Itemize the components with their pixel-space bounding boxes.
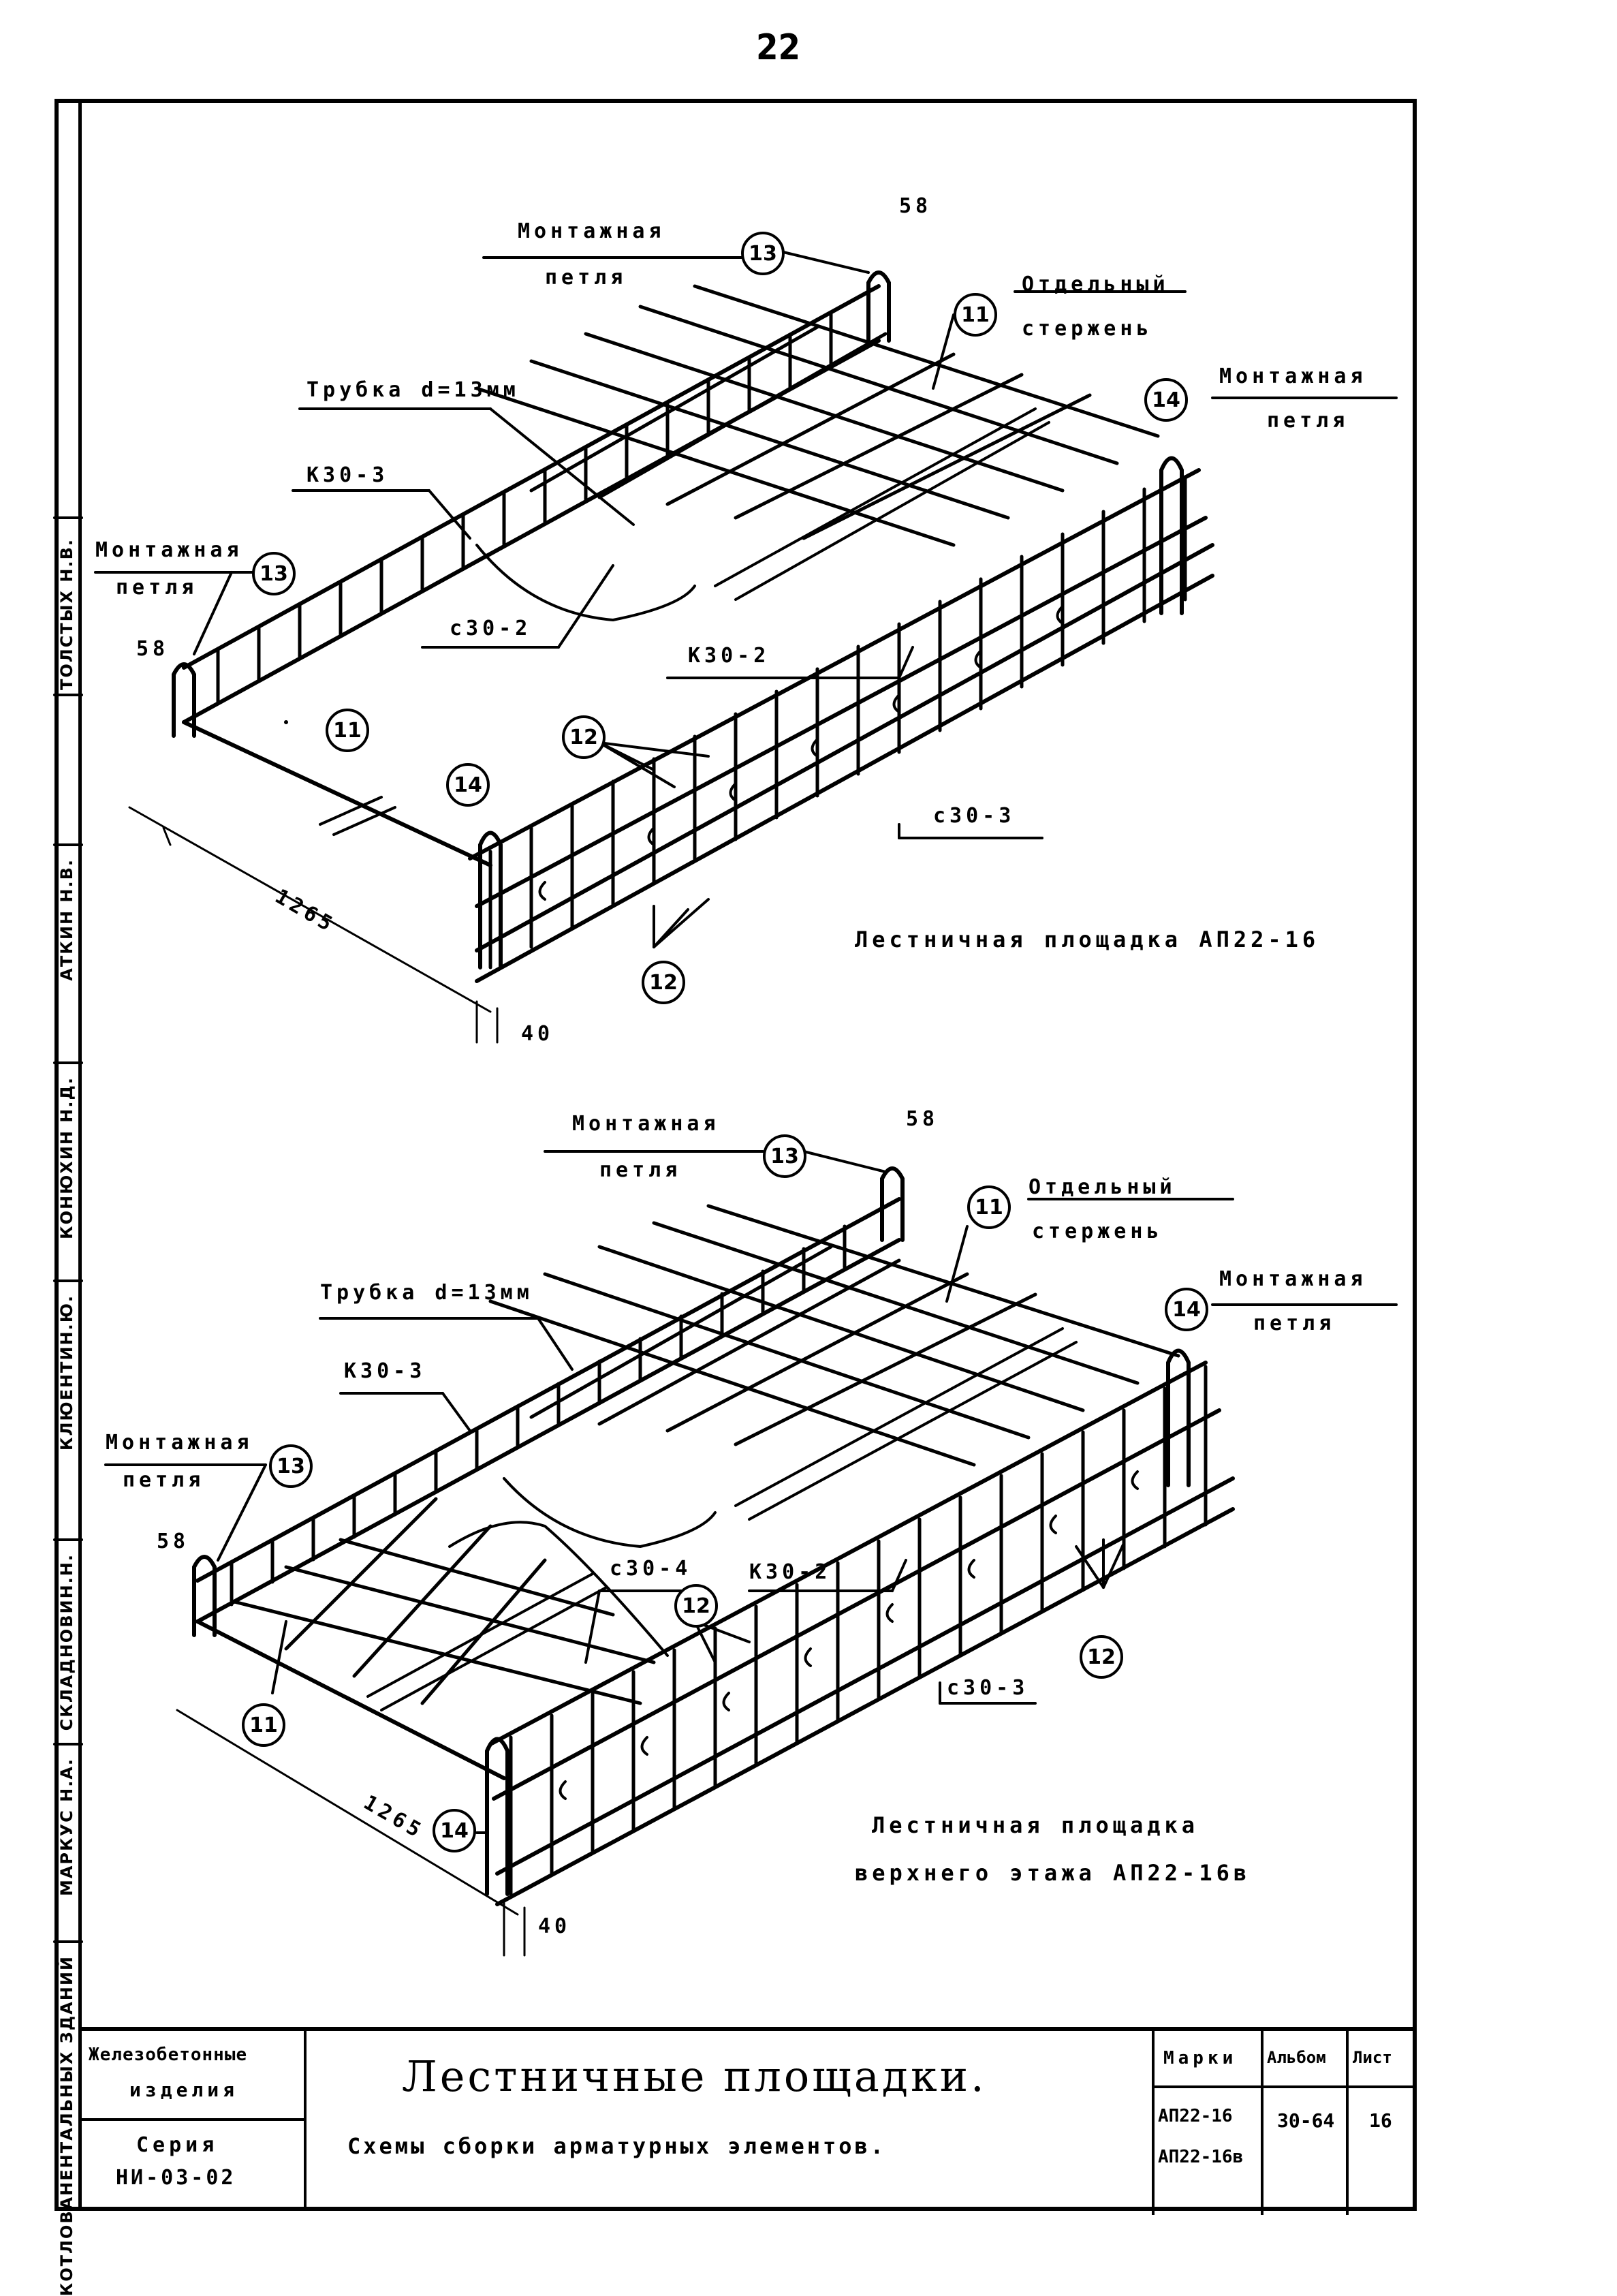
label-loop-left-2: Монтажная	[106, 1431, 253, 1455]
label-loop-top-2b: петля	[599, 1158, 682, 1182]
label-loop-right-1: Монтажная	[1219, 364, 1367, 388]
label-tube-2: Трубка d=13мм	[320, 1281, 533, 1305]
callout-11-left-bottom: 11	[242, 1703, 285, 1747]
label-dim-58-left-1: 58	[136, 637, 170, 661]
tb-album-header: Альбом	[1267, 2048, 1326, 2067]
tb-publisher-line2: изделия	[129, 2079, 239, 2101]
callout-14-front-top: 14	[446, 763, 490, 807]
tb-series-label: Серия	[136, 2133, 219, 2157]
callout-12-lower-top: 12	[642, 961, 685, 1004]
label-c30-2: с30-2	[450, 617, 532, 640]
label-c30-3-2: с30-3	[947, 1676, 1029, 1700]
label-dim-40-2: 40	[538, 1914, 571, 1938]
callout-14-right-bottom: 14	[1165, 1288, 1208, 1331]
callout-12-upper-bottom: 12	[674, 1584, 718, 1628]
tb-album-cell	[1263, 2031, 1349, 2215]
tb-series-cell	[82, 2121, 307, 2211]
binding-text-3: КЛЮЕНТИН.Ю.	[57, 1294, 76, 1451]
caption-bottom-2: верхнего этажа АП22-16в	[855, 1860, 1251, 1886]
binding-strip	[54, 99, 82, 2211]
label-separate-rod-2b: стержень	[1032, 1220, 1163, 1243]
binding-text-0: КОТЛОВАНЕНТАЛЬНЫХ ЗДАНИЙ	[57, 1955, 76, 2296]
label-tube-1: Трубка d=13мм	[307, 378, 520, 402]
binding-text-1: МАРКУС Н.А.	[57, 1758, 76, 1897]
label-separate-rod-2: Отдельный	[1029, 1175, 1176, 1199]
label-k30-2-1: К30-2	[688, 644, 770, 668]
tb-album-value: 30-64	[1277, 2109, 1335, 2132]
binding-text-5: АТКИН Н.В.	[57, 858, 76, 981]
callout-13-bottom: 13	[763, 1134, 806, 1178]
label-k30-2-2: К30-2	[749, 1560, 832, 1584]
label-loop-right-2b: петля	[1253, 1312, 1336, 1335]
reinforcement-drawing	[53, 251, 1398, 1957]
tb-series-value: НИ-03-02	[116, 2166, 236, 2190]
label-loop-top-1b: петля	[545, 266, 627, 290]
tb-mark-1: АП22-16	[1158, 2106, 1233, 2126]
label-dim-58-top: 58	[899, 194, 932, 218]
label-loop-top-1: Монтажная	[518, 219, 665, 243]
label-loop-right-1b: петля	[1267, 409, 1349, 433]
callout-13-left-top: 13	[252, 552, 296, 595]
tb-marks-cell	[1155, 2031, 1263, 2215]
title-block: Железобетонные изделия Серия НИ-03-02 Ле…	[82, 2027, 1417, 2215]
tb-subtitle: Схемы сборки арматурных элементов.	[347, 2133, 887, 2159]
page-number: 22	[756, 27, 801, 68]
callout-11-bottom: 11	[967, 1185, 1011, 1229]
tb-marks-header: Марки	[1163, 2048, 1238, 2068]
binding-text-4: КОНЮХИН Н.Д.	[57, 1076, 76, 1240]
callout-11-left-top: 11	[326, 709, 369, 752]
caption-top: Лестничная площадка АП22-16	[855, 927, 1320, 952]
callout-14-front-bottom: 14	[433, 1809, 476, 1852]
binding-text-6: ТОЛСТЫХ Н.В.	[57, 538, 76, 691]
tb-main-title: Лестничные площадки.	[402, 2051, 987, 2101]
callout-11-top: 11	[954, 293, 997, 337]
label-k30-3-2: К30-3	[344, 1359, 426, 1383]
caption-bottom-1: Лестничная площадка	[872, 1812, 1199, 1838]
tb-sheet-header: Лист	[1353, 2048, 1392, 2067]
label-dim-58-left-2: 58	[157, 1530, 190, 1553]
label-dim-58-top-2: 58	[906, 1107, 939, 1131]
label-loop-left-1: Монтажная	[95, 538, 243, 562]
tb-mark-2: АП22-16в	[1158, 2147, 1244, 2167]
label-separate-rod-1: Отдельный	[1022, 273, 1169, 296]
callout-13-top: 13	[741, 232, 785, 275]
callout-12-upper-top: 12	[562, 715, 606, 759]
binding-text-2: СКЛАДНОВИН.Н.	[57, 1553, 76, 1731]
drawing-frame	[54, 99, 1417, 2211]
callout-14-right-top: 14	[1144, 378, 1188, 422]
label-loop-left-2b: петля	[123, 1468, 205, 1492]
label-c30-4: с30-4	[610, 1557, 692, 1581]
label-separate-rod-1b: стержень	[1022, 317, 1153, 341]
label-c30-3-1: с30-3	[933, 804, 1016, 828]
label-loop-left-1b: петля	[116, 576, 198, 600]
label-k30-3-1: К30-3	[307, 463, 389, 487]
callout-13-left-bottom: 13	[269, 1444, 313, 1488]
callout-12-lower-bottom: 12	[1080, 1635, 1123, 1679]
label-loop-right-2: Монтажная	[1219, 1267, 1367, 1291]
tb-sheet-value: 16	[1369, 2109, 1392, 2132]
label-loop-top-2: Монтажная	[572, 1112, 720, 1136]
tb-publisher-line1: Железобетонные	[89, 2045, 248, 2065]
tb-publisher-cell	[82, 2031, 307, 2121]
label-dim-40-1: 40	[521, 1022, 554, 1046]
tb-title-cell	[307, 2031, 1155, 2215]
